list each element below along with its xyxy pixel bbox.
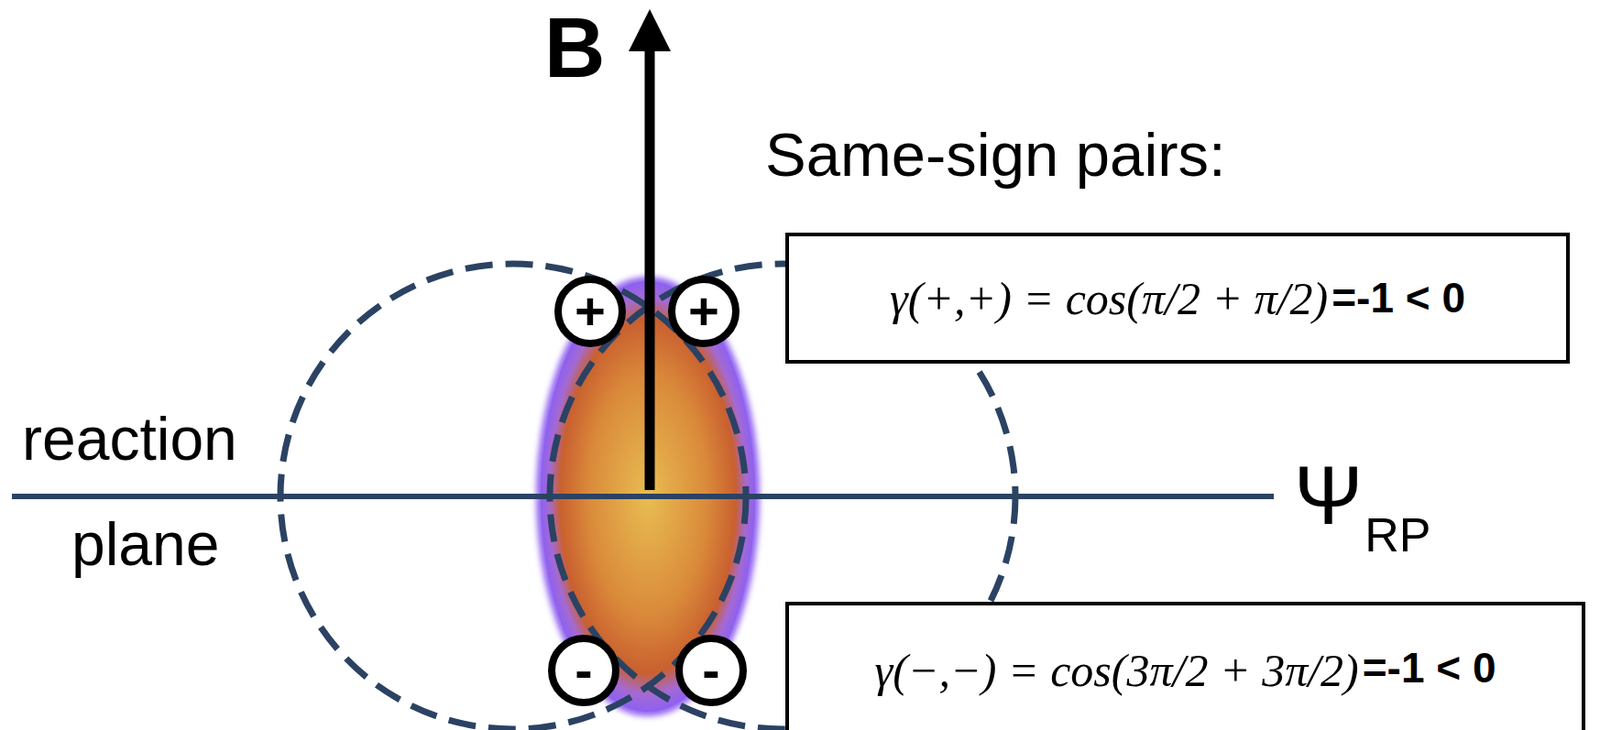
charge-sign: +	[688, 284, 720, 339]
charge-sign: +	[574, 284, 606, 339]
charge-sign: -	[574, 644, 592, 698]
charge-sign: -	[701, 644, 720, 698]
charge-circle: +	[554, 275, 626, 348]
reaction-plane-line	[11, 493, 1274, 500]
field-arrow	[645, 45, 656, 491]
formula-result: =-1 < 0	[1331, 273, 1466, 324]
field-label: B	[544, 1, 605, 95]
charge-circle: +	[668, 275, 740, 348]
charge-circle: -	[675, 635, 747, 707]
formula-text: γ(−,−) = cos(3π/2 + 3π/2)	[874, 643, 1359, 699]
heading: Same-sign pairs:	[765, 120, 1227, 189]
formula-box: γ(−,−) = cos(3π/2 + 3π/2)=-1 < 0	[785, 602, 1586, 730]
plane-subscript: RP	[1364, 509, 1431, 562]
formula-text: γ(+,+) = cos(π/2 + π/2)	[889, 271, 1328, 327]
plane-label: reaction	[21, 405, 238, 473]
formula-box: γ(+,+) = cos(π/2 + π/2)=-1 < 0	[785, 232, 1570, 364]
plane-label: plane	[71, 511, 220, 579]
formula-result: =-1 < 0	[1362, 643, 1497, 694]
arrow-head	[628, 9, 671, 52]
plane-symbol: Ψ	[1293, 450, 1363, 542]
charge-circle: -	[547, 635, 620, 707]
